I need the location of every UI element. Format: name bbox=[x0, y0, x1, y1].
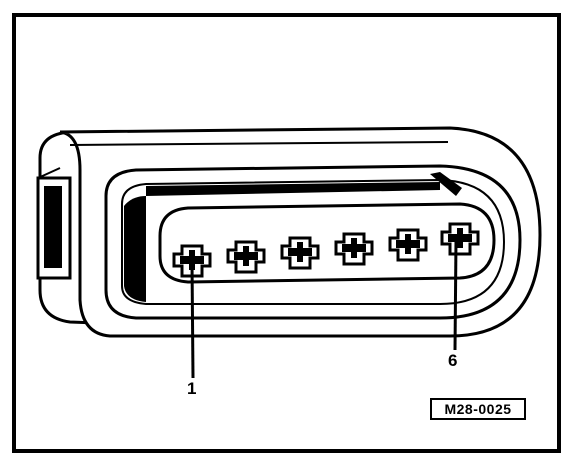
pin-6 bbox=[440, 222, 480, 256]
pin-3 bbox=[280, 236, 320, 270]
pin-4 bbox=[334, 232, 374, 266]
pin-5 bbox=[388, 228, 428, 262]
leader-line-1 bbox=[190, 261, 195, 379]
callout-label-pin-1: 1 bbox=[187, 379, 197, 398]
figure-code-box: M28-0025 bbox=[430, 398, 526, 420]
pin-1 bbox=[172, 244, 212, 278]
latch-tab-inner bbox=[44, 186, 62, 268]
leader-line-6 bbox=[453, 239, 458, 351]
callout-label-pin-6: 6 bbox=[448, 351, 458, 370]
pin-2 bbox=[226, 240, 266, 274]
